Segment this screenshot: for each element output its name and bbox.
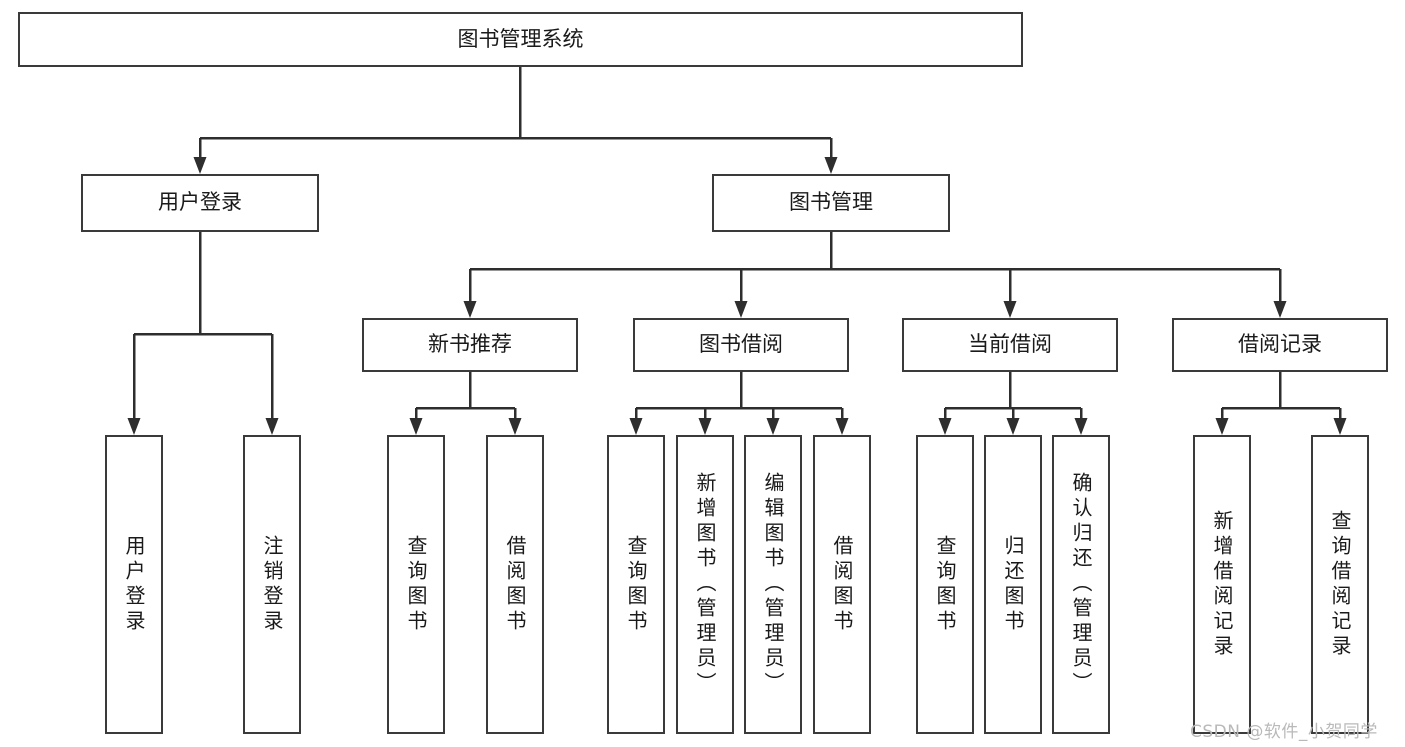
node-label: 查询借阅记录 [1328,509,1352,660]
leaf-arrow-8-head [1006,418,1020,435]
node-label: 当前借阅 [968,332,1052,357]
book-manage-arrow-3-head [1273,301,1287,318]
user-login-arrow-0-head [127,418,141,435]
leaf-arrow-9-head [1074,418,1088,435]
leaf-node-leaf-logout[interactable]: 注销登录 [243,435,301,734]
book-manage-arrow-0-head [463,301,477,318]
leaf-arrow-6-head [835,418,849,435]
leaf-arrow-11-head [1333,418,1347,435]
level2-node-l2-borrow-record[interactable]: 借阅记录 [1172,318,1388,372]
leaf-node-leaf-borrow-edit-book[interactable]: 编辑图书（管理员） [744,435,802,734]
book-manage-arrow-2-head [1003,301,1017,318]
leaf-arrow-2-head [508,418,522,435]
root-node-root[interactable]: 图书管理系统 [18,12,1023,67]
root-arrow-1-head [824,157,838,174]
level1-node-l1-user-login[interactable]: 用户登录 [81,174,319,232]
leaf-node-leaf-rec-borrow-book[interactable]: 借阅图书 [486,435,544,734]
node-label: 新书推荐 [428,332,512,357]
node-label: 借阅图书 [830,534,854,635]
node-label: 用户登录 [158,190,242,215]
node-label: 查询图书 [624,534,648,635]
root-arrow-0-head [193,157,207,174]
leaf-node-leaf-user-login[interactable]: 用户登录 [105,435,163,734]
leaf-node-leaf-record-add[interactable]: 新增借阅记录 [1193,435,1251,734]
node-label: 图书借阅 [699,332,783,357]
node-label: 图书管理 [789,190,873,215]
node-label: 查询图书 [404,534,428,635]
leaf-node-leaf-borrow-query-book[interactable]: 查询图书 [607,435,665,734]
node-label: 编辑图书（管理员） [761,472,785,697]
node-label: 借阅图书 [503,534,527,635]
leaf-node-leaf-borrow-borrow-book[interactable]: 借阅图书 [813,435,871,734]
leaf-arrow-4-head [698,418,712,435]
node-label: 新增图书（管理员） [693,472,717,697]
node-label: 确认归还（管理员） [1069,472,1093,697]
leaf-arrow-10-head [1215,418,1229,435]
leaf-node-leaf-current-confirm-return[interactable]: 确认归还（管理员） [1052,435,1110,734]
user-login-arrow-1-head [265,418,279,435]
leaf-arrow-5-head [766,418,780,435]
level1-node-l1-book-manage[interactable]: 图书管理 [712,174,950,232]
leaf-node-leaf-borrow-add-book[interactable]: 新增图书（管理员） [676,435,734,734]
leaf-node-leaf-rec-query-book[interactable]: 查询图书 [387,435,445,734]
leaf-node-leaf-current-return-book[interactable]: 归还图书 [984,435,1042,734]
level2-node-l2-current-borrow[interactable]: 当前借阅 [902,318,1118,372]
leaf-arrow-7-head [938,418,952,435]
node-label: 用户登录 [122,534,146,635]
node-label: 注销登录 [260,534,284,635]
node-label: 借阅记录 [1238,332,1322,357]
node-label: 归还图书 [1001,534,1025,635]
leaf-arrow-1-head [409,418,423,435]
level2-node-l2-book-borrow[interactable]: 图书借阅 [633,318,849,372]
node-label: 查询图书 [933,534,957,635]
leaf-node-leaf-current-query-book[interactable]: 查询图书 [916,435,974,734]
node-label: 新增借阅记录 [1210,509,1234,660]
leaf-arrow-3-head [629,418,643,435]
level2-node-l2-new-book-rec[interactable]: 新书推荐 [362,318,578,372]
leaf-node-leaf-record-query[interactable]: 查询借阅记录 [1311,435,1369,734]
node-label: 图书管理系统 [457,26,584,51]
book-manage-arrow-1-head [734,301,748,318]
